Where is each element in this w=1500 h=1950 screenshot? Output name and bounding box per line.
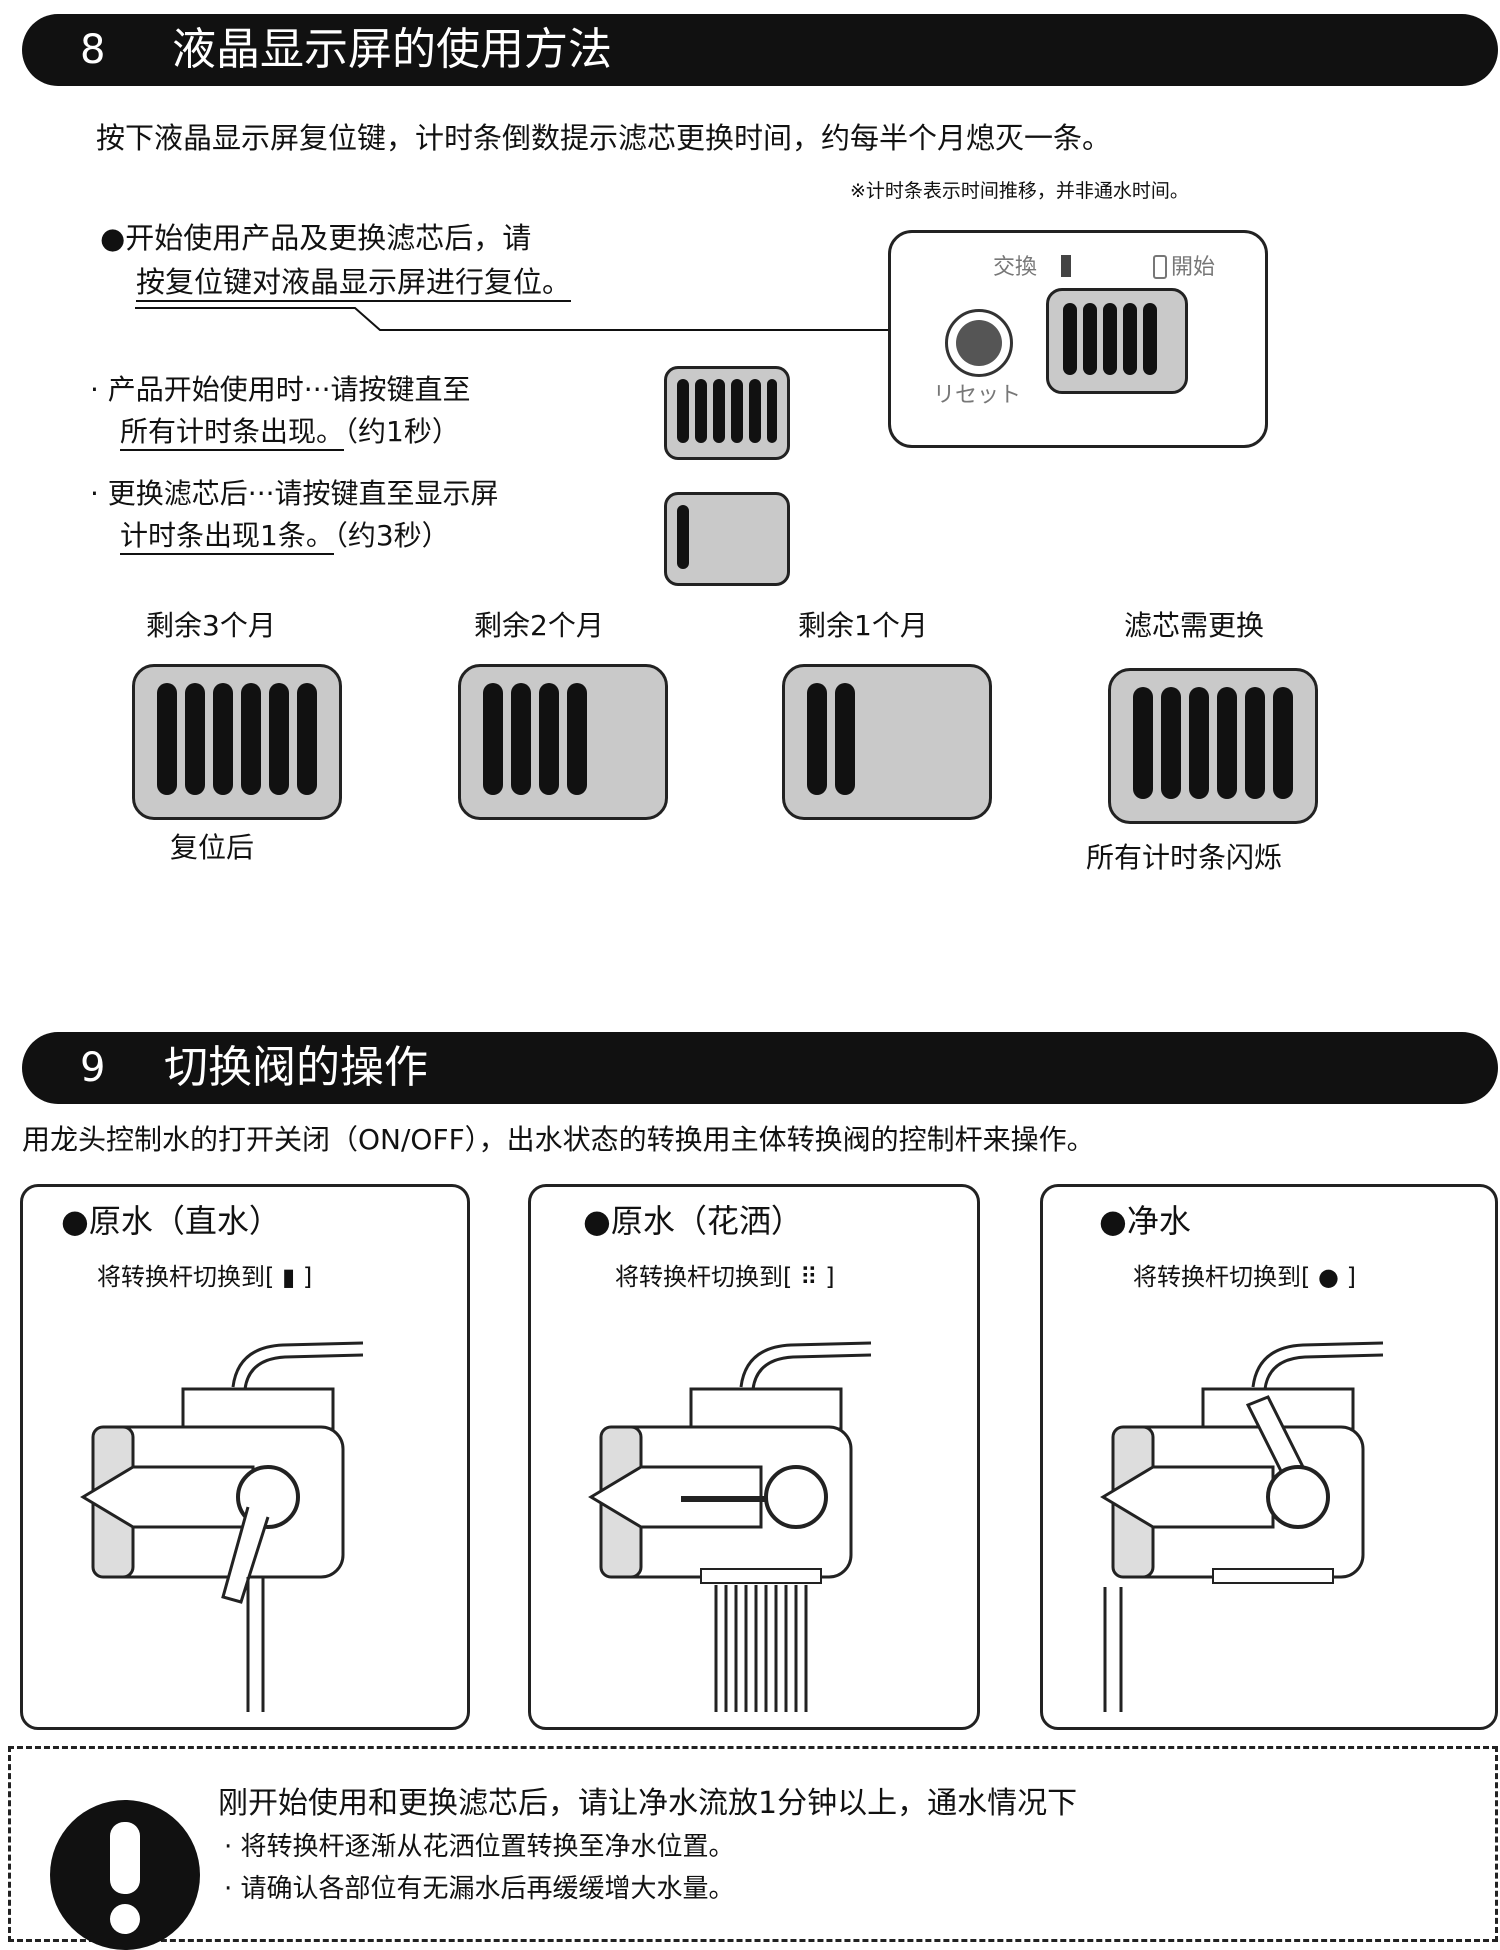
panel-raw-shower: ●原水（花洒） 将转换杆切换到[ ⠿ ]: [528, 1184, 980, 1730]
panel-instruction: 将转换杆切换到[: [1133, 1263, 1311, 1291]
bracket-close: ]: [825, 1263, 835, 1291]
shower-water-icon: ⠿: [800, 1263, 818, 1291]
device-lcd: [1046, 288, 1188, 394]
panel-raw-straight: ●原水（直水） 将转换杆切换到[ ▮ ]: [20, 1184, 470, 1730]
state-4-caption: 所有计时条闪烁: [1086, 841, 1283, 874]
straight-water-icon: ▮: [282, 1263, 296, 1291]
section-8-header: 8 液晶显示屏的使用方法: [22, 14, 1498, 86]
step-2-duration: （约3秒）: [333, 519, 450, 552]
warning-headline: 刚开始使用和更换滤芯后，请让净水流放1分钟以上，通水情况下: [218, 1786, 1078, 1821]
section-9-header: 9 切换阀的操作: [22, 1032, 1498, 1104]
instruction-line-2: 按复位键对液晶显示屏进行复位。: [136, 265, 572, 302]
start-label: 開始: [1171, 255, 1216, 280]
panel-title: ●原水（花洒）: [583, 1202, 803, 1240]
state-3-title: 剩余1个月: [798, 609, 928, 642]
state-1-title: 剩余3个月: [146, 609, 276, 642]
faucet-straight-illustration: [80, 1341, 364, 1712]
step-1-line-1: · 产品开始使用时···请按键直至: [90, 373, 471, 406]
pointer-arrow: [135, 307, 945, 338]
state-4-lcd: [1108, 668, 1318, 824]
panel-instruction: 将转换杆切换到[: [615, 1263, 793, 1291]
step-2-line-2: 计时条出现1条。: [120, 519, 334, 555]
lcd-device-panel: 交換 開始 リセット: [888, 230, 1268, 448]
exchange-label: 交換: [993, 255, 1038, 280]
reset-button-ring[interactable]: [945, 309, 1013, 377]
state-1-lcd: [132, 664, 342, 820]
panel-title: ●净水: [1099, 1202, 1191, 1240]
lcd-all-bars-icon: [664, 366, 790, 460]
exchange-indicator: [1061, 255, 1071, 277]
water-drop-icon: ●: [1318, 1263, 1339, 1291]
section-number: 9: [80, 1045, 106, 1091]
panel-title: ●原水（直水）: [61, 1202, 281, 1240]
instruction-line-1: ●开始使用产品及更换滤芯后，请: [100, 221, 532, 255]
step-1-duration: （约1秒）: [344, 415, 460, 448]
step-1-line-2: 所有计时条出现。: [120, 415, 345, 451]
exclamation-icon: [50, 1800, 200, 1950]
warning-bullet-2: · 请确认各部位有无漏水后再缓缓增大水量。: [224, 1874, 735, 1904]
faucet-shower-illustration: [588, 1341, 872, 1712]
section-9-intro: 用龙头控制水的打开关闭（ON/OFF），出水状态的转换用主体转换阀的控制杆来操作…: [22, 1123, 1095, 1156]
bracket-close: ]: [1346, 1263, 1356, 1291]
state-2-lcd: [458, 664, 668, 820]
section-number: 8: [80, 27, 106, 73]
warning-bullet-1: · 将转换杆逐渐从花洒位置转换至净水位置。: [224, 1832, 735, 1862]
state-1-caption: 复位后: [170, 831, 255, 864]
section-title: 切换阀的操作: [164, 1042, 428, 1093]
state-4-title: 滤芯需更换: [1124, 609, 1265, 642]
reset-button[interactable]: [956, 320, 1002, 366]
reset-label: リセット: [933, 383, 1022, 408]
state-3-lcd: [782, 664, 992, 820]
lcd-one-bar-icon: [664, 492, 790, 586]
section-8-note: ※计时条表示时间推移，并非通水时间。: [850, 180, 1189, 202]
panel-purified: ●净水 将转换杆切换到[ ● ]: [1040, 1184, 1498, 1730]
state-2-title: 剩余2个月: [474, 609, 604, 642]
section-8-intro: 按下液晶显示屏复位键，计时条倒数提示滤芯更换时间，约每半个月熄灭一条。: [96, 121, 1112, 155]
panel-instruction: 将转换杆切换到[: [97, 1263, 275, 1291]
faucet-purified-illustration: [1100, 1341, 1384, 1712]
section-title: 液晶显示屏的使用方法: [172, 24, 612, 75]
bracket-close: ]: [302, 1263, 313, 1291]
step-2-line-1: · 更换滤芯后···请按键直至显示屏: [90, 477, 499, 510]
start-indicator: [1153, 255, 1167, 279]
